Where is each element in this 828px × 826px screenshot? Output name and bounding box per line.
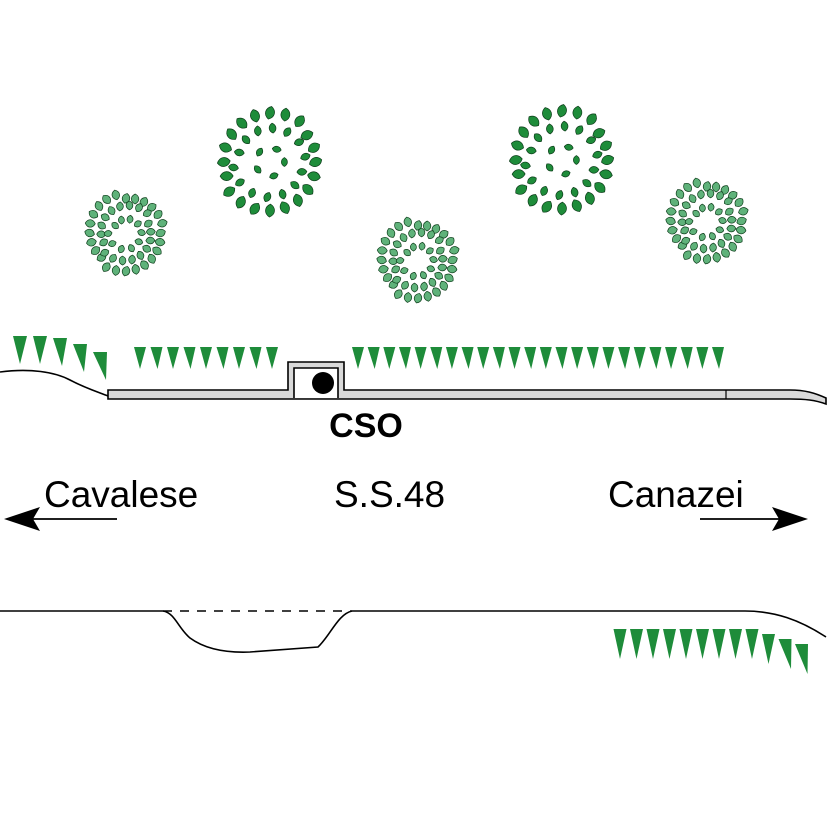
tree-canopy-icon: [376, 216, 460, 304]
grass-tuft-icon: [13, 336, 107, 380]
trees-group: [84, 104, 749, 304]
tree-canopy-icon: [84, 189, 168, 277]
culvert-channel: [107, 361, 827, 406]
upper-profile: [0, 361, 827, 406]
arrow-left-icon: [4, 507, 117, 531]
grass-tuft-icon: [134, 347, 278, 369]
lower-profile: [0, 610, 827, 653]
grass-tuft-icon: [352, 347, 724, 369]
grass-tuft-icon: [613, 629, 808, 674]
left-town-label: Cavalese: [44, 474, 198, 515]
tree-canopy-icon: [509, 104, 615, 216]
tree-canopy-icon: [217, 106, 323, 218]
left-bank-profile: [0, 369, 109, 397]
lower-ground-right: [352, 610, 827, 638]
cso-label: CSO: [329, 407, 403, 445]
road-label: S.S.48: [334, 474, 445, 515]
lower-channel-bed: [162, 610, 353, 653]
grass-group: [13, 336, 808, 674]
tree-canopy-icon: [665, 177, 749, 265]
right-town-label: Canazei: [608, 474, 744, 515]
cso-outlet-icon: [312, 372, 334, 394]
arrow-right-icon: [700, 507, 808, 531]
